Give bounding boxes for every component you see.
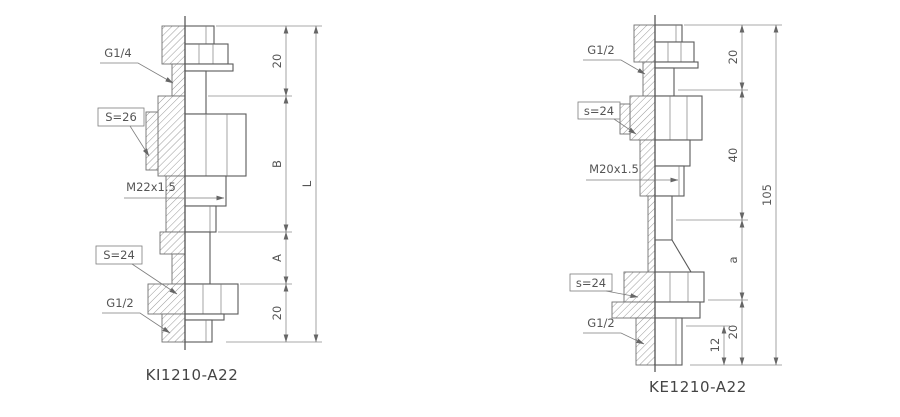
right-thread-mid-label: M20x1.5: [589, 162, 639, 176]
left-part-number-caption: KI1210-A22: [146, 366, 239, 384]
left-dim-top-value: 20: [270, 54, 284, 69]
right-hatch-neck: [642, 61, 656, 97]
right-lower-hex-outline: [654, 271, 705, 303]
right-hex-lower-label-box: [569, 273, 613, 292]
left-hatch-top-port: [161, 25, 186, 65]
right-top-hex-outline: [654, 41, 695, 63]
right-hex-upper-label-box: [577, 101, 621, 120]
right-hex-lower-leader: [605, 290, 639, 298]
right-hatch-hex-lower: [623, 271, 656, 303]
right-hex-upper-label: s=24: [584, 104, 614, 118]
left-lower-washer-outline: [184, 313, 225, 321]
left-annotations: G1/4 S=26 M22x1.5 S=24 G1/2: [95, 46, 225, 334]
right-thin-body-outline: [654, 195, 673, 241]
right-dim-bottom-value: 20: [726, 325, 740, 340]
right-dim-stub-value: 12: [708, 338, 722, 353]
left-exterior: [184, 16, 247, 350]
left-bottom-port-label: G1/2: [106, 296, 133, 310]
left-dim-upper-value: B: [270, 160, 284, 168]
left-lower-body-outline: [184, 231, 211, 285]
left-hatch-hex-upper: [145, 111, 159, 171]
left-dim-bottom-value: 20: [270, 306, 284, 321]
right-flare-cone-outline: [654, 239, 692, 273]
left-top-hex-outline: [184, 43, 229, 65]
left-top-port-label: G1/4: [104, 46, 131, 60]
left-hatch-hex-lower: [147, 283, 186, 315]
left-hatch-washer: [159, 231, 186, 255]
left-top-stud-outline: [184, 25, 215, 45]
right-dim-upper-value: 40: [726, 148, 740, 163]
right-main-hex-outline: [654, 95, 703, 141]
right-part-number-caption: KE1210-A22: [649, 378, 747, 396]
right-bottom-port-leader: [583, 332, 645, 345]
left-dim-overall-value: L: [300, 180, 314, 187]
left-top-port-leader: [100, 62, 174, 84]
left-thread-mid-label: M22x1.5: [126, 180, 176, 194]
left-hex-upper-leader: [129, 125, 150, 157]
left-hex-upper-label-box: [97, 107, 145, 127]
right-hatch-plate: [611, 301, 656, 319]
right-hex-lower-label: s=24: [576, 276, 606, 290]
right-hatch-thread-body: [639, 139, 656, 197]
right-neck-outline: [654, 67, 675, 97]
right-hatch-mid-body: [629, 95, 656, 141]
right-plate-outline: [654, 301, 701, 319]
right-top-port-label: G1/2: [587, 43, 614, 57]
right-hex-upper-leader: [613, 118, 637, 135]
right-dim-overall-value: 105: [760, 184, 774, 206]
right-figure: 20 40 a 20 12 105 G1/2 s=24 M20x1.5 s=24…: [569, 15, 782, 396]
left-bottom-port-leader: [102, 312, 171, 334]
left-dimensions: 20 B A 20 L: [208, 25, 322, 343]
left-hatch-mid-body: [157, 95, 186, 177]
right-bottom-stud-outline: [654, 317, 683, 366]
left-step-outline: [184, 175, 227, 207]
right-top-stud-outline: [654, 24, 683, 43]
left-dim-lower-value: A: [270, 254, 284, 262]
left-hex-lower-label: S=24: [103, 248, 135, 262]
left-neck-outline: [184, 70, 207, 115]
left-hex-lower-leader: [131, 263, 178, 295]
right-hatch-hex-upper: [619, 103, 631, 135]
right-annotations: G1/2 s=24 M20x1.5 s=24 G1/2: [569, 43, 679, 345]
right-section-hatch: [611, 24, 656, 366]
left-hex-lower-label-box: [95, 245, 143, 265]
right-thread-outline: [654, 165, 685, 197]
left-thread-outline: [184, 205, 217, 233]
left-hex-upper-label: S=26: [105, 110, 137, 124]
right-hatch-top-port: [633, 24, 656, 63]
left-bottom-stud-outline: [184, 319, 213, 343]
right-top-washer-outline: [654, 61, 699, 69]
right-dim-lower-value: a: [726, 256, 740, 263]
left-hatch-lower-body: [171, 253, 186, 285]
left-hatch-bottom-port: [161, 313, 186, 343]
right-hatch-thin-body: [647, 195, 656, 273]
left-top-washer-outline: [184, 63, 234, 72]
right-dim-top-value: 20: [726, 50, 740, 65]
right-bottom-port-label: G1/2: [587, 316, 614, 330]
right-exterior: [654, 15, 705, 372]
left-section-hatch: [145, 25, 186, 343]
right-top-port-leader: [583, 59, 646, 75]
left-lower-hex-outline: [184, 283, 239, 315]
right-dimensions: 20 40 a 20 12 105: [676, 24, 782, 366]
left-figure: 20 B A 20 L G1/4 S=26 M22x1.5 S=24 G1/2 …: [95, 16, 322, 384]
left-hatch-neck: [171, 63, 186, 97]
left-main-hex-outline: [184, 113, 247, 177]
right-step-outline: [654, 139, 691, 167]
